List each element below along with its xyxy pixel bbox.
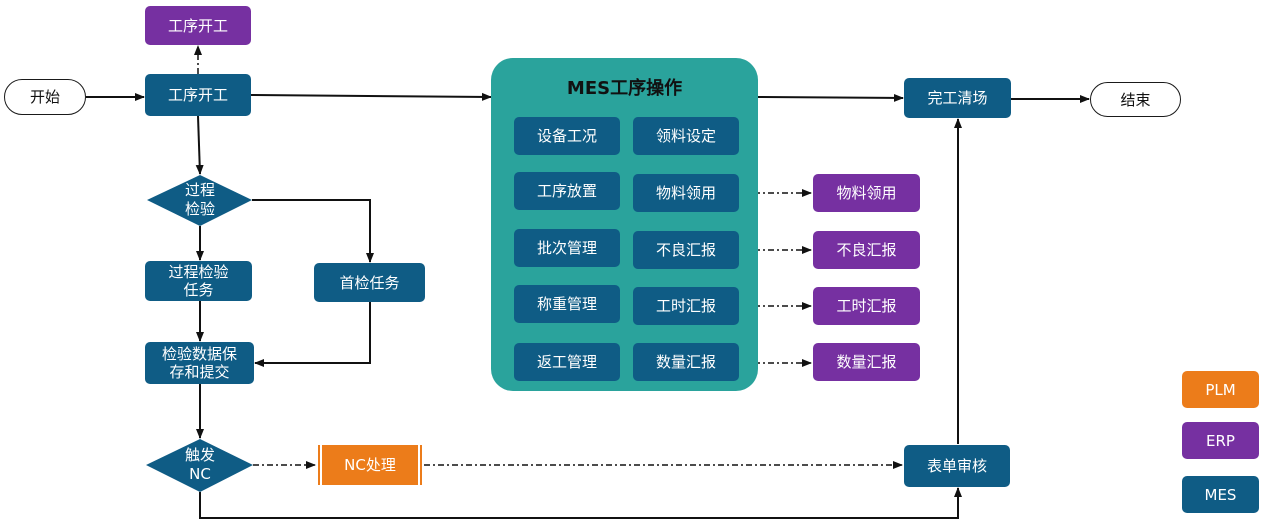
panel-left-item-3: 称重管理: [514, 285, 620, 323]
panel-right-item-2: 不良汇报: [633, 231, 739, 269]
panel-left-item-0: 设备工况: [514, 117, 620, 155]
inspection-decision-diamond: [147, 175, 252, 226]
save-submit-line1: 检验数据保: [161, 345, 237, 363]
inspection-decision-line1: 过程: [184, 181, 215, 200]
inspection-decision-label: 过程 检验: [160, 178, 240, 222]
panel-right-item-0: 领料设定: [633, 117, 739, 155]
first-inspection-task: 首检任务: [314, 263, 425, 302]
erp-output-1: 不良汇报: [813, 231, 920, 269]
panel-right-item-1: 物料领用: [633, 174, 739, 212]
panel-left-item-1: 工序放置: [514, 172, 620, 210]
trigger-nc-diamond: [146, 439, 253, 492]
erp-output-0: 物料领用: [813, 174, 920, 212]
erp-output-2: 工时汇报: [813, 287, 920, 325]
panel-left-item-4: 返工管理: [514, 343, 620, 381]
erp-output-3: 数量汇报: [813, 343, 920, 381]
panel-right-item-4: 数量汇报: [633, 343, 739, 381]
finish-clear: 完工清场: [904, 78, 1011, 118]
nc-process: NC处理: [316, 445, 424, 485]
save-submit-line2: 存和提交: [169, 363, 230, 381]
inspection-decision-line2: 检验: [184, 200, 215, 218]
mes-operations-panel: MES工序操作: [491, 58, 758, 391]
inspection-data-save-submit: 检验数据保 存和提交: [145, 342, 254, 384]
legend-plm: PLM: [1182, 371, 1259, 408]
panel-left-item-2: 批次管理: [514, 229, 620, 267]
process-inspection-task-line1: 过程检验: [168, 263, 229, 281]
start-terminal: 开始: [4, 79, 86, 115]
mes-process-start: 工序开工: [145, 74, 251, 116]
erp-process-start: 工序开工: [145, 6, 251, 45]
legend-mes: MES: [1182, 476, 1259, 513]
legend-erp: ERP: [1182, 422, 1259, 459]
process-inspection-task: 过程检验 任务: [145, 261, 252, 301]
trigger-nc-line2: NC: [189, 465, 211, 483]
trigger-nc-label: 触发 NC: [160, 443, 240, 487]
process-inspection-task-line2: 任务: [183, 281, 214, 299]
form-review: 表单审核: [904, 445, 1010, 487]
panel-title: MES工序操作: [566, 78, 683, 99]
end-terminal: 结束: [1090, 82, 1181, 117]
trigger-nc-line1: 触发: [184, 446, 215, 465]
panel-right-item-3: 工时汇报: [633, 287, 739, 325]
